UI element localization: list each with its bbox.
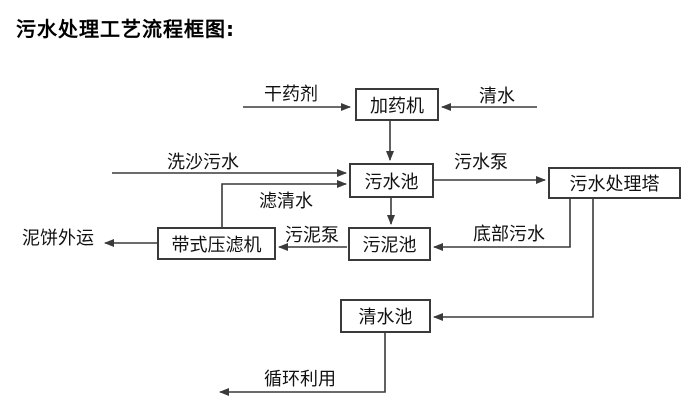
edge-label-mud-cake-transport-out: 泥饼外运 <box>22 228 94 249</box>
edge-label-clean-water: 清水 <box>479 86 515 107</box>
node-sludge-pool-label: 污泥池 <box>362 235 417 256</box>
node-sludge-pool: 污泥池 <box>348 227 431 261</box>
edge-label-recycle-use: 循环利用 <box>264 369 336 390</box>
edge-bottom-sewage-tower-to-sludge-pool <box>433 199 571 251</box>
node-belt-filter-press-label: 带式压滤机 <box>171 234 262 256</box>
edge-label-filtered-clean-water: 滤清水 <box>259 191 313 212</box>
node-clean-water-pool-label: 清水池 <box>358 307 413 328</box>
edge-filtered-water-press-to-sewage-pool <box>221 180 347 227</box>
edge-label-sludge-pump: 污泥泵 <box>285 225 339 246</box>
node-dosing-machine-label: 加药机 <box>370 95 424 117</box>
node-sewage-treatment-tower: 污水处理塔 <box>548 167 681 199</box>
node-dosing-machine: 加药机 <box>355 88 439 121</box>
edge-tower-to-clean-water-pool <box>433 199 594 321</box>
edge-label-sewage-pump: 污水泵 <box>454 152 508 173</box>
edge-label-sand-washing-sewage: 洗沙污水 <box>167 152 239 173</box>
edge-label-dry-agent: 干药剂 <box>264 84 318 105</box>
edge-clean-water-pool-to-recycle <box>219 333 386 396</box>
node-sewage-treatment-tower-label: 污水处理塔 <box>569 174 660 195</box>
page-title: 污水处理工艺流程框图: <box>16 17 235 41</box>
node-sewage-pool: 污水池 <box>349 163 434 198</box>
node-belt-filter-press: 带式压滤机 <box>157 227 276 260</box>
node-clean-water-pool: 清水池 <box>340 299 431 333</box>
edge-label-bottom-sewage: 底部污水 <box>473 224 545 245</box>
node-sewage-pool-label: 污水池 <box>364 171 419 193</box>
